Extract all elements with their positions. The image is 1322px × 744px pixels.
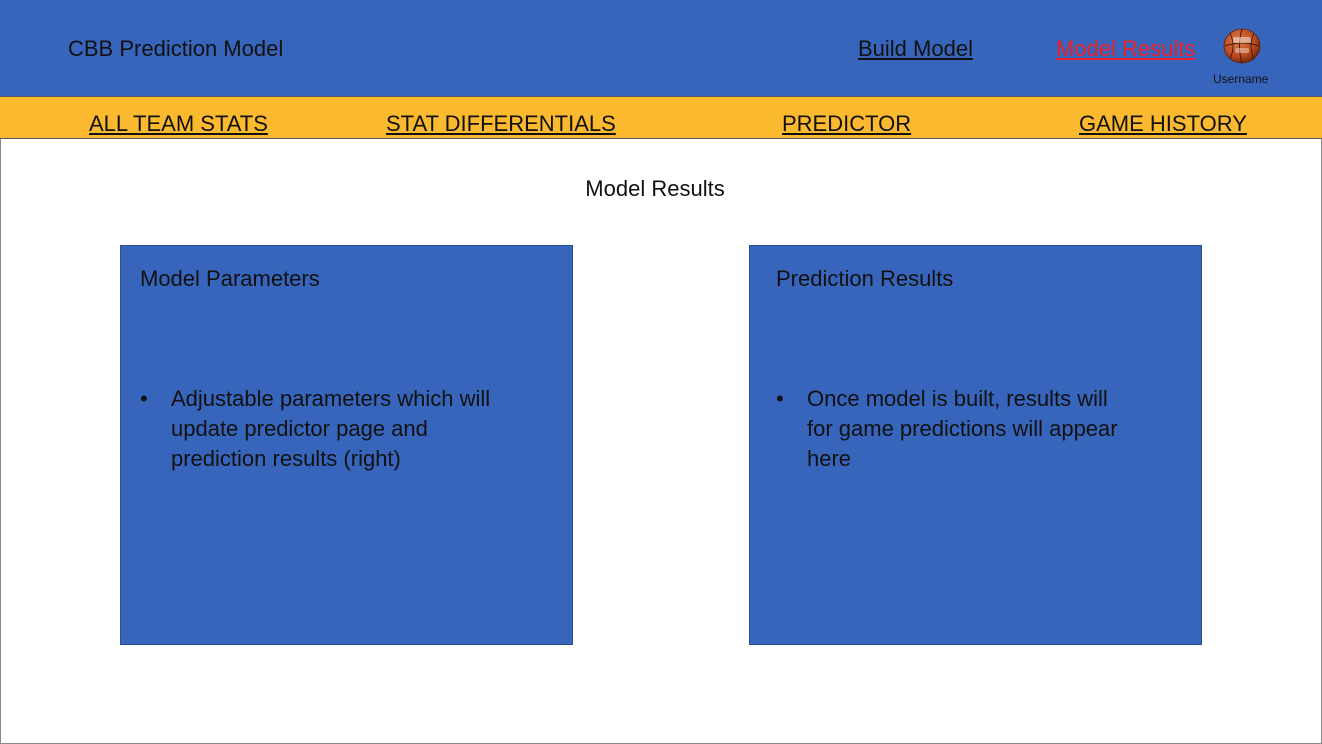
model-parameters-panel: Model Parameters • Adjustable parameters… — [120, 245, 573, 645]
panel-bullet: • Adjustable parameters which will updat… — [140, 384, 500, 474]
panel-title: Prediction Results — [776, 266, 954, 291]
top-header: CBB Prediction Model Build Model Model R… — [0, 0, 1322, 96]
username-label: Username — [1213, 72, 1269, 86]
bullet-text: Adjustable parameters which will update … — [171, 386, 491, 471]
basketball-icon[interactable] — [1223, 28, 1261, 64]
sub-navigation: ALL TEAM STATS STAT DIFFERENTIALS PREDIC… — [0, 96, 1322, 139]
build-model-link[interactable]: Build Model — [858, 36, 973, 61]
bullet-icon: • — [776, 386, 784, 411]
panel-title: Model Parameters — [140, 266, 320, 291]
model-results-link[interactable]: Model Results — [1056, 36, 1196, 61]
prediction-results-panel: Prediction Results • Once model is built… — [749, 245, 1202, 645]
subnav-stat-differentials[interactable]: STAT DIFFERENTIALS — [386, 111, 616, 136]
page-title: Model Results — [585, 176, 725, 201]
subnav-game-history[interactable]: GAME HISTORY — [1079, 111, 1247, 136]
panel-bullet: • Once model is built, results will for … — [776, 384, 1136, 474]
bullet-icon: • — [140, 386, 148, 411]
bullet-text: Once model is built, results will for ga… — [807, 386, 1118, 471]
subnav-all-team-stats[interactable]: ALL TEAM STATS — [89, 111, 268, 136]
subnav-predictor[interactable]: PREDICTOR — [782, 111, 912, 136]
app-title: CBB Prediction Model — [68, 36, 284, 61]
